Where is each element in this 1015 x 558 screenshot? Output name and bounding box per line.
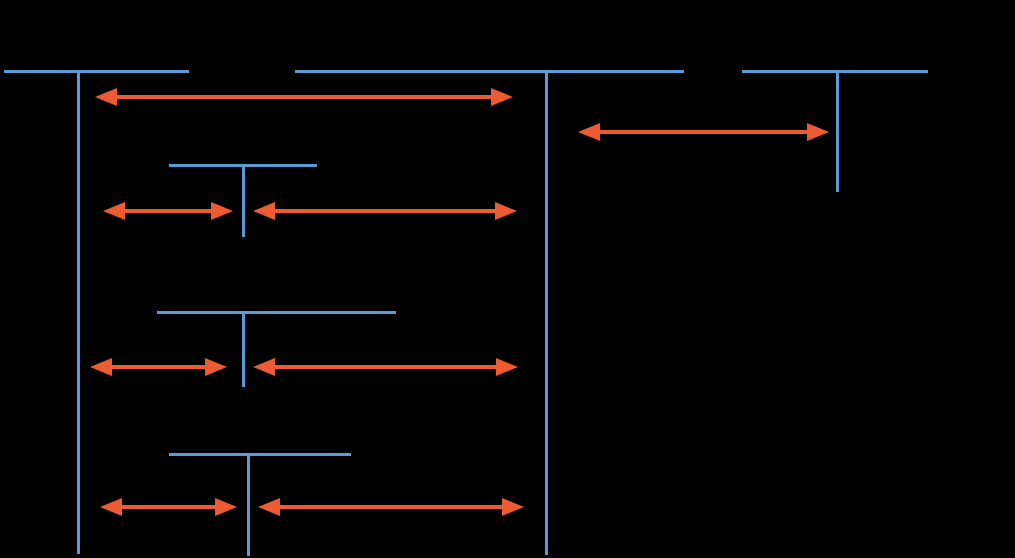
interval-arrow-top [95,88,513,106]
interval-arrow-row3-right [258,498,524,516]
interval-arrow-row2-right [253,358,518,376]
t-marker-2-crossbar [157,310,396,314]
arrowhead-left-icon [95,88,117,106]
arrow-shaft [116,505,221,509]
middle-boundary-line [544,71,548,555]
arrowhead-left-icon [578,123,600,141]
arrowhead-right-icon [807,123,829,141]
arrow-shaft [106,365,211,369]
arrowhead-left-icon [90,358,112,376]
interval-arrow-row1-right [253,202,517,220]
arrowhead-left-icon [103,202,125,220]
t-marker-3-crossbar [169,452,351,456]
arrow-shaft [111,95,497,99]
arrow-shaft [119,209,217,213]
t-marker-2-stem [241,312,245,387]
top-axis-segment-right [742,69,928,73]
interval-arrow-row3-left [100,498,237,516]
t-marker-1-stem [241,165,245,237]
interval-arrow-row2-left [90,358,227,376]
arrow-shaft [269,365,502,369]
interval-arrow-row1-left [103,202,233,220]
right-marker-line [835,71,839,192]
top-axis-segment-middle [295,69,684,73]
arrow-shaft [594,130,813,134]
arrow-shaft [269,209,501,213]
arrowhead-left-icon [258,498,280,516]
arrowhead-right-icon [502,498,524,516]
arrowhead-left-icon [253,358,275,376]
interval-arrow-right [578,123,829,141]
arrowhead-left-icon [100,498,122,516]
arrowhead-right-icon [211,202,233,220]
arrowhead-right-icon [215,498,237,516]
left-boundary-line [76,71,80,554]
arrowhead-right-icon [491,88,513,106]
arrowhead-right-icon [495,202,517,220]
top-axis-segment-left [4,69,189,73]
arrowhead-right-icon [496,358,518,376]
arrowhead-left-icon [253,202,275,220]
t-marker-3-stem [246,454,250,556]
arrow-shaft [274,505,508,509]
arrowhead-right-icon [205,358,227,376]
